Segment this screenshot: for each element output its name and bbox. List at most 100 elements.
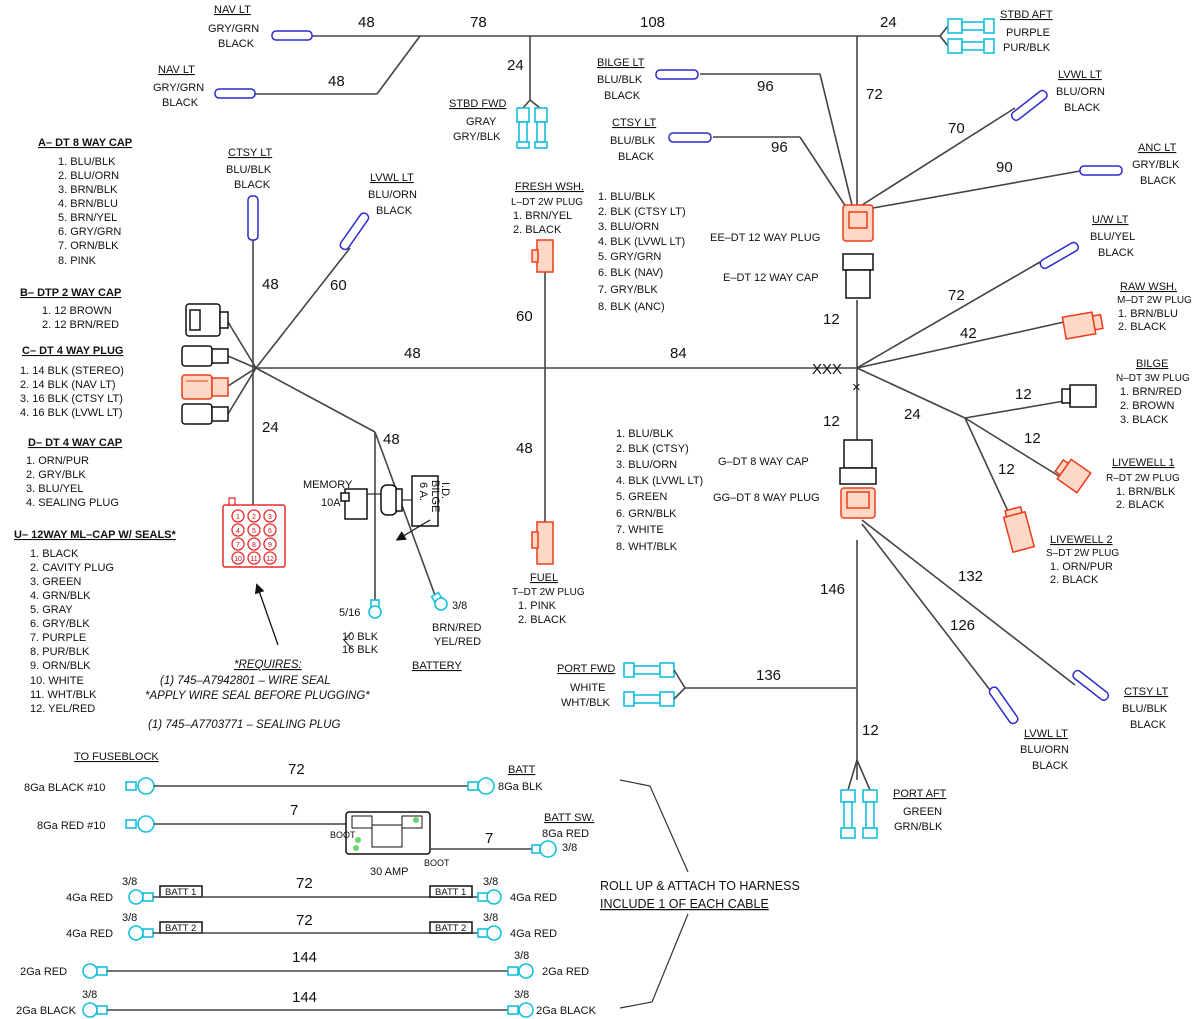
g-gg-connector-pair: [839, 439, 877, 519]
u-pin-number: 12: [266, 556, 274, 563]
svg-text:BILGE: BILGE: [429, 480, 441, 512]
len-g-12: 12: [823, 413, 840, 430]
u-connector-key: [228, 497, 236, 506]
cable-right-label: 2Ga RED: [542, 966, 589, 978]
len-top-24a: 24: [880, 14, 897, 31]
fresh-wsh-title: FRESH WSH.: [515, 181, 584, 193]
u-pin-number: 7: [236, 542, 240, 549]
requires-arrow: [254, 583, 279, 646]
spade-connector-icon: [516, 99, 548, 149]
cable-right-label: 2Ga BLACK: [536, 1005, 597, 1017]
bilge-pin: 2. BROWN: [1120, 400, 1174, 412]
cap-c-pin: 2. 14 BLK (NAV LT): [20, 379, 116, 391]
cable-tag: [429, 885, 473, 898]
livewell-2: LIVEWELL 2 S–DT 2W PLUG 1. ORN/PUR 2. BL…: [1002, 505, 1119, 586]
battery-lead2: YEL/RED: [434, 636, 481, 648]
len-port-aft-12: 12: [862, 722, 879, 739]
raw-wsh-title: RAW WSH.: [1120, 281, 1177, 293]
cap-c-pin: 3. 16 BLK (CTSY LT): [20, 393, 123, 405]
bilge-lt: BILGE LT BLU/BLK BLACK: [597, 57, 699, 102]
raw-wsh-pin: 2. BLACK: [1118, 321, 1167, 333]
ee-pin: 8. BLK (ANC): [598, 301, 665, 313]
g-pin: 6. GRN/BLK: [616, 508, 677, 520]
battery-stud-38: 3/8: [452, 600, 467, 612]
u-pin-number: 4: [236, 528, 240, 535]
anc-lt-wire1: GRY/BLK: [1132, 159, 1180, 171]
ctsy-lt-left-wire1: BLU/BLK: [226, 164, 272, 176]
dt-connector-icon: [181, 403, 229, 425]
ring-terminal-icon: [531, 840, 557, 858]
cable-stud-left: 3/8: [122, 876, 137, 888]
ring-terminal-icon: [368, 599, 382, 619]
uw-lt-title: U/W LT: [1092, 214, 1129, 226]
port-aft-title: PORT AFT: [893, 788, 947, 800]
cap-b-pin: 1. 12 BROWN: [42, 305, 112, 317]
u-pin-number: 2: [252, 514, 256, 521]
battsw-stud: 3/8: [562, 842, 577, 854]
fresh-wsh-pin: 1. BRN/YEL: [513, 210, 572, 222]
port-fwd-wire1: WHITE: [570, 682, 605, 694]
bullet-connector-icon: [247, 195, 259, 241]
rollup-line1: ROLL UP & ATTACH TO HARNESS: [600, 879, 800, 893]
cable-row-2ga-red: 2Ga RED 144 3/8 2Ga RED: [20, 949, 589, 979]
dt-connector-icon: [185, 303, 229, 337]
battsw-title: BATT SW.: [544, 812, 594, 824]
cable-row-batt2: 3/8 4Ga RED BATT 2 72 BATT 2 3/8 4Ga RED: [66, 912, 557, 941]
len-trunk-146: 146: [820, 581, 845, 598]
bullet-connector-icon: [1072, 669, 1110, 702]
port-aft-wire1: GREEN: [903, 806, 942, 818]
nav-lt-2-title: NAV LT: [158, 64, 195, 76]
bilge-lt-title: BILGE LT: [597, 57, 645, 69]
ee-pin: 2. BLK (CTSY LT): [598, 206, 686, 218]
e-12way-cap-icon: [842, 253, 874, 299]
nav-lt-1-wire2: BLACK: [218, 38, 255, 50]
cap-u-pin: 10. WHITE: [30, 675, 84, 687]
u-pin-socket: [247, 551, 261, 565]
battery-leads: 5/16 3/8 10 BLK 16 BLK BRN/RED YEL/RED B…: [339, 591, 482, 672]
fuseblock-section: TO FUSEBLOCK 8Ga BLACK #10 72 BATT 8Ga B…: [24, 751, 594, 878]
boot-label-left: BOOT: [330, 830, 356, 840]
memory-fuse: MEMORY 10A I.D. BILGE 6 A.: [303, 475, 451, 541]
len-branch-24: 24: [904, 406, 921, 423]
livewell2-sub: S–DT 2W PLUG: [1046, 548, 1119, 559]
bilge-fuse-label: I.D.: [439, 482, 451, 499]
circuit-breaker-icon: [345, 811, 431, 855]
u-pin-number: 6: [268, 528, 272, 535]
len-main-84: 84: [670, 345, 687, 362]
len-main-48: 48: [404, 345, 421, 362]
splice-xxx: XXX: [812, 361, 842, 378]
battsw-lead: 8Ga RED: [542, 828, 589, 840]
cap-u-pin: 8. PUR/BLK: [30, 646, 90, 658]
port-fwd-title: PORT FWD: [557, 663, 615, 675]
fuseblock-len2: 7: [290, 802, 298, 819]
ee-pin: 7. GRY/BLK: [598, 284, 658, 296]
g-pin: 3. BLU/ORN: [616, 459, 677, 471]
u-pin-number: 5: [252, 528, 256, 535]
g-pin: 4. BLK (LVWL LT): [616, 475, 703, 487]
dt-connector-icon: [181, 345, 229, 367]
cable-right-label: 4Ga RED: [510, 892, 557, 904]
len-lw2-12: 12: [998, 461, 1015, 478]
cap-u-pin: 4. GRN/BLK: [30, 590, 91, 602]
bilge-lt-wire1: BLU/BLK: [597, 74, 643, 86]
memory-amp: 10A: [321, 497, 341, 509]
nav-lt-1-title: NAV LT: [214, 4, 251, 16]
cable-left-label: 2Ga RED: [20, 966, 67, 978]
lvwl-lt-bot-wire1: BLU/ORN: [1020, 744, 1069, 756]
dt-plug-icon: [531, 521, 554, 565]
spade-connector-icon: [623, 662, 686, 707]
raw-wsh: RAW WSH. M–DT 2W PLUG 1. BRN/BLU 2. BLAC…: [1061, 281, 1192, 340]
len-u-24: 24: [262, 419, 279, 436]
lvwl-lt-top-wire2: BLACK: [1064, 102, 1101, 114]
cable-tag-text: BATT 2: [165, 923, 196, 934]
fuseblock-lead1: 8Ga BLACK #10: [24, 782, 105, 794]
u-pin-socket: [263, 509, 277, 523]
fuel-pin: 1. PINK: [518, 600, 557, 612]
bullet-connector-icon: [988, 686, 1019, 725]
fuel-title: FUEL: [530, 572, 558, 584]
ring-terminal-icon: [125, 777, 155, 795]
len-bilge-12: 12: [1015, 386, 1032, 403]
len-lvwl-60: 60: [330, 277, 347, 294]
fresh-wsh-sub: L–DT 2W PLUG: [511, 197, 583, 208]
cable-stud-left: 3/8: [122, 912, 137, 924]
